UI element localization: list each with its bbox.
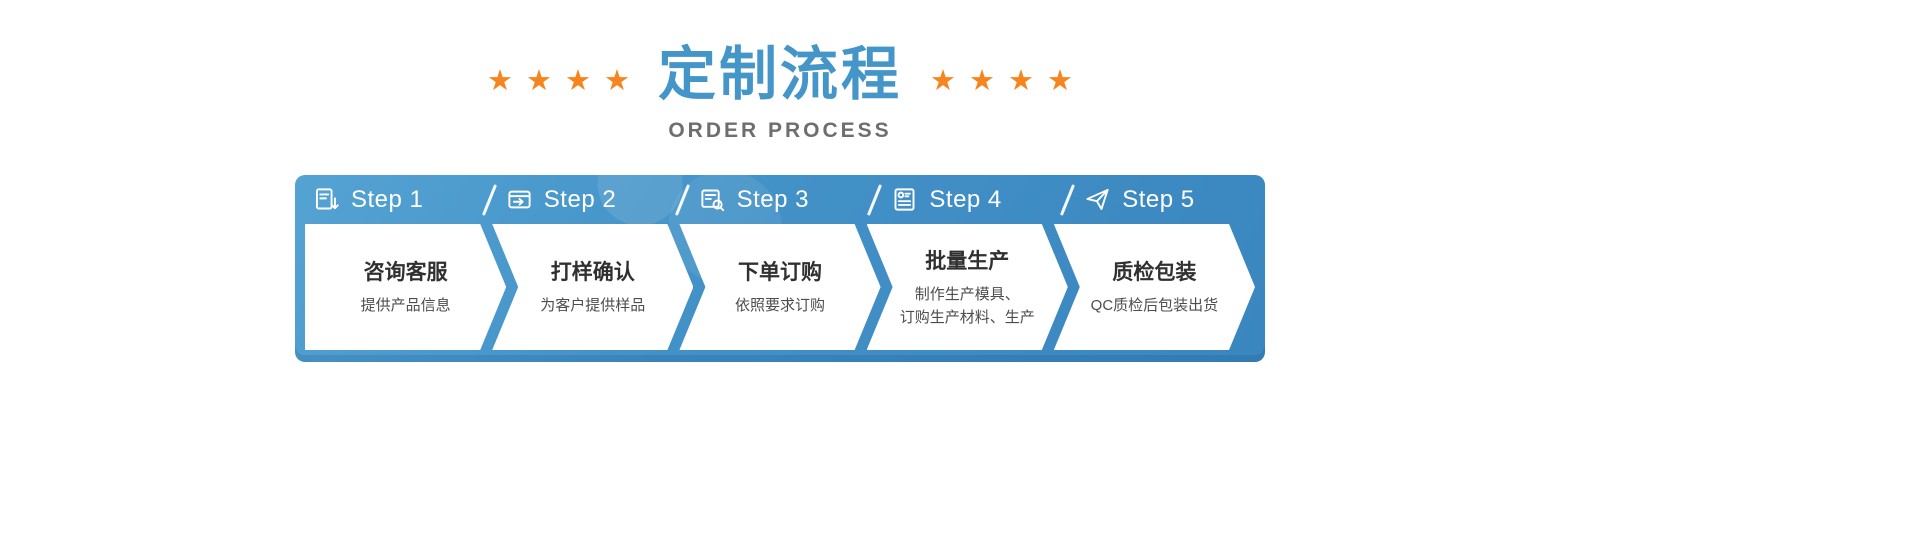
stars-left: ★ ★ ★ ★ [486, 64, 630, 97]
step-title: 批量生产 [925, 250, 1010, 273]
page-title: 定制流程 [657, 42, 902, 107]
step-header-5: Step 5 [1048, 175, 1255, 224]
send-sample-icon [506, 186, 533, 213]
process-section: ★ ★ ★ ★ 定制流程 ★ ★ ★ ★ ORDER PROCESS Step … [295, 42, 1265, 362]
steps-header: Step 1 Step 2 Step 3 [295, 175, 1265, 224]
steps-panels: 咨询客服 提供产品信息 打样确认 为客户提供样品 下单订购 依照要求订购 批量生… [295, 224, 1265, 350]
document-download-icon [313, 186, 340, 213]
star-icon: ★ [1047, 64, 1073, 97]
step-label: Step 1 [351, 185, 424, 213]
star-icon: ★ [525, 64, 552, 97]
step-title: 质检包装 [1112, 261, 1197, 285]
step-description: 为客户提供样品 [540, 297, 646, 315]
step-description: 订购生产材料、生产 [899, 308, 1035, 326]
step-title: 咨询客服 [363, 261, 448, 285]
step-panel-3: 下单订购 依照要求订购 [679, 224, 880, 350]
step-label: Step 4 [929, 185, 1002, 213]
step-header-4: Step 4 [855, 175, 1062, 224]
plane-icon [1084, 186, 1111, 213]
section-heading: ★ ★ ★ ★ 定制流程 ★ ★ ★ ★ [295, 42, 1265, 108]
step-header-3: Step 3 [663, 175, 870, 224]
step-description: 提供产品信息 [360, 297, 451, 315]
header-divider [481, 183, 497, 216]
step-label: Step 2 [543, 185, 617, 213]
header-divider [1060, 183, 1076, 216]
step-title: 打样确认 [550, 261, 635, 285]
step-panel-5: 质检包装 QC质检后包装出货 [1054, 224, 1255, 350]
step-description: 制作生产模具、 [914, 286, 1020, 303]
step-panel-1: 咨询客服 提供产品信息 [305, 224, 506, 350]
star-icon: ★ [486, 64, 513, 97]
invoice-list-icon [891, 186, 918, 213]
star-icon: ★ [603, 64, 630, 97]
star-icon: ★ [564, 64, 591, 97]
step-title: 下单订购 [738, 261, 822, 285]
step-description: 依照要求订购 [735, 297, 826, 315]
header-divider [674, 183, 690, 216]
star-icon: ★ [1008, 64, 1034, 97]
stars-right: ★ ★ ★ ★ [930, 64, 1073, 97]
order-search-icon [699, 186, 726, 213]
step-description: QC质检后包装出货 [1090, 297, 1219, 315]
star-icon: ★ [969, 64, 995, 97]
step-label: Step 5 [1122, 185, 1195, 213]
page-subtitle: ORDER PROCESS [668, 119, 892, 142]
step-panel-2: 打样确认 为客户提供样品 [492, 224, 693, 350]
process-banner: Step 1 Step 2 Step 3 [295, 175, 1265, 362]
step-header-2: Step 2 [470, 175, 677, 224]
step-label: Step 3 [736, 185, 809, 213]
step-header-1: Step 1 [305, 175, 484, 224]
step-panel-4: 批量生产 制作生产模具、 订购生产材料、生产 [867, 224, 1068, 350]
star-icon: ★ [930, 64, 956, 97]
header-divider [867, 183, 883, 216]
